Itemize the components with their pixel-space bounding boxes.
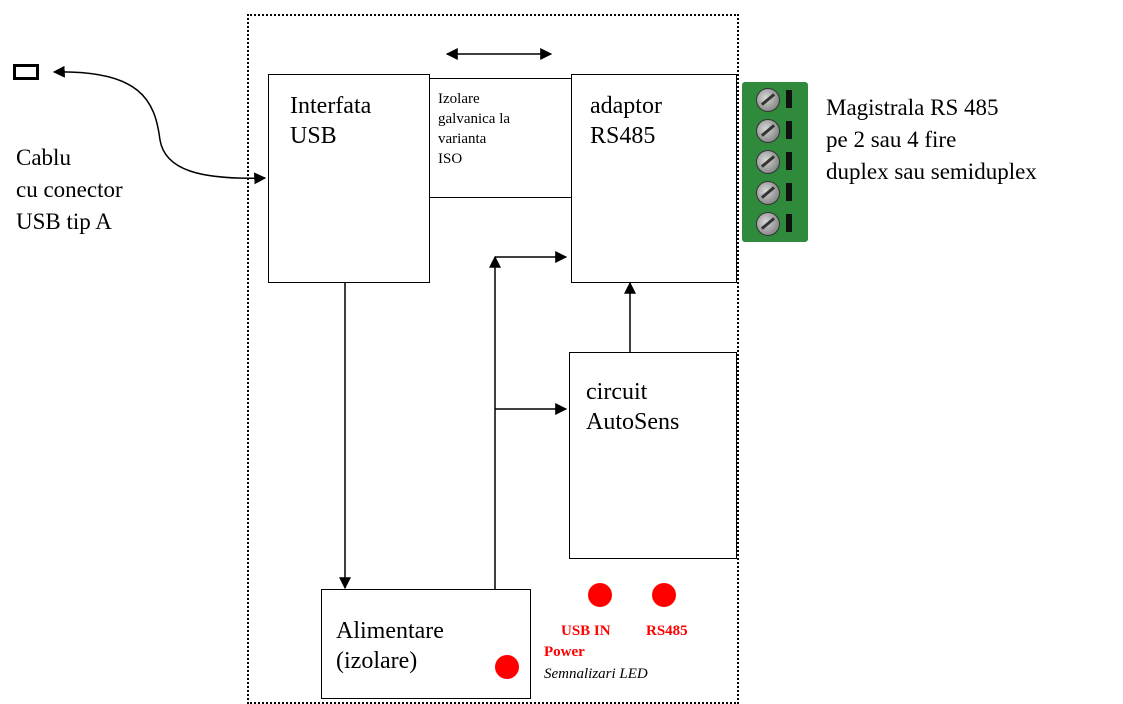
usb-connector-icon [13,64,39,80]
rs485-led-label: RS485 [646,623,688,639]
rs485-adapter-label: adaptor RS485 [590,93,662,149]
power-supply-block: Alimentare (izolare) [321,589,531,699]
power-led-label: Power [544,644,585,660]
autosens-block: circuit AutoSens [569,352,737,559]
usb-interface-label: Interfata USB [290,93,372,149]
cable-label: Cablu cu conector USB tip A [16,145,123,234]
usb-interface-block: Interfata USB [268,74,430,283]
power-supply-label: Alimentare (izolare) [336,618,444,674]
usb-in-led-icon [588,583,612,607]
usb-in-led-label: USB IN [561,623,611,639]
isolation-block: Izolare galvanica la varianta ISO [429,78,572,198]
isolation-label: Izolare galvanica la varianta ISO [438,91,511,167]
terminal-block-icon [742,82,808,242]
usb-cable-line [52,65,267,185]
bus-label: Magistrala RS 485 pe 2 sau 4 fire duplex… [826,95,1037,184]
rs485-adapter-block: adaptor RS485 [571,74,737,283]
power-led-icon [495,655,519,679]
autosens-label: circuit AutoSens [586,379,680,435]
led-caption: Semnalizari LED [544,666,648,682]
rs485-led-icon [652,583,676,607]
